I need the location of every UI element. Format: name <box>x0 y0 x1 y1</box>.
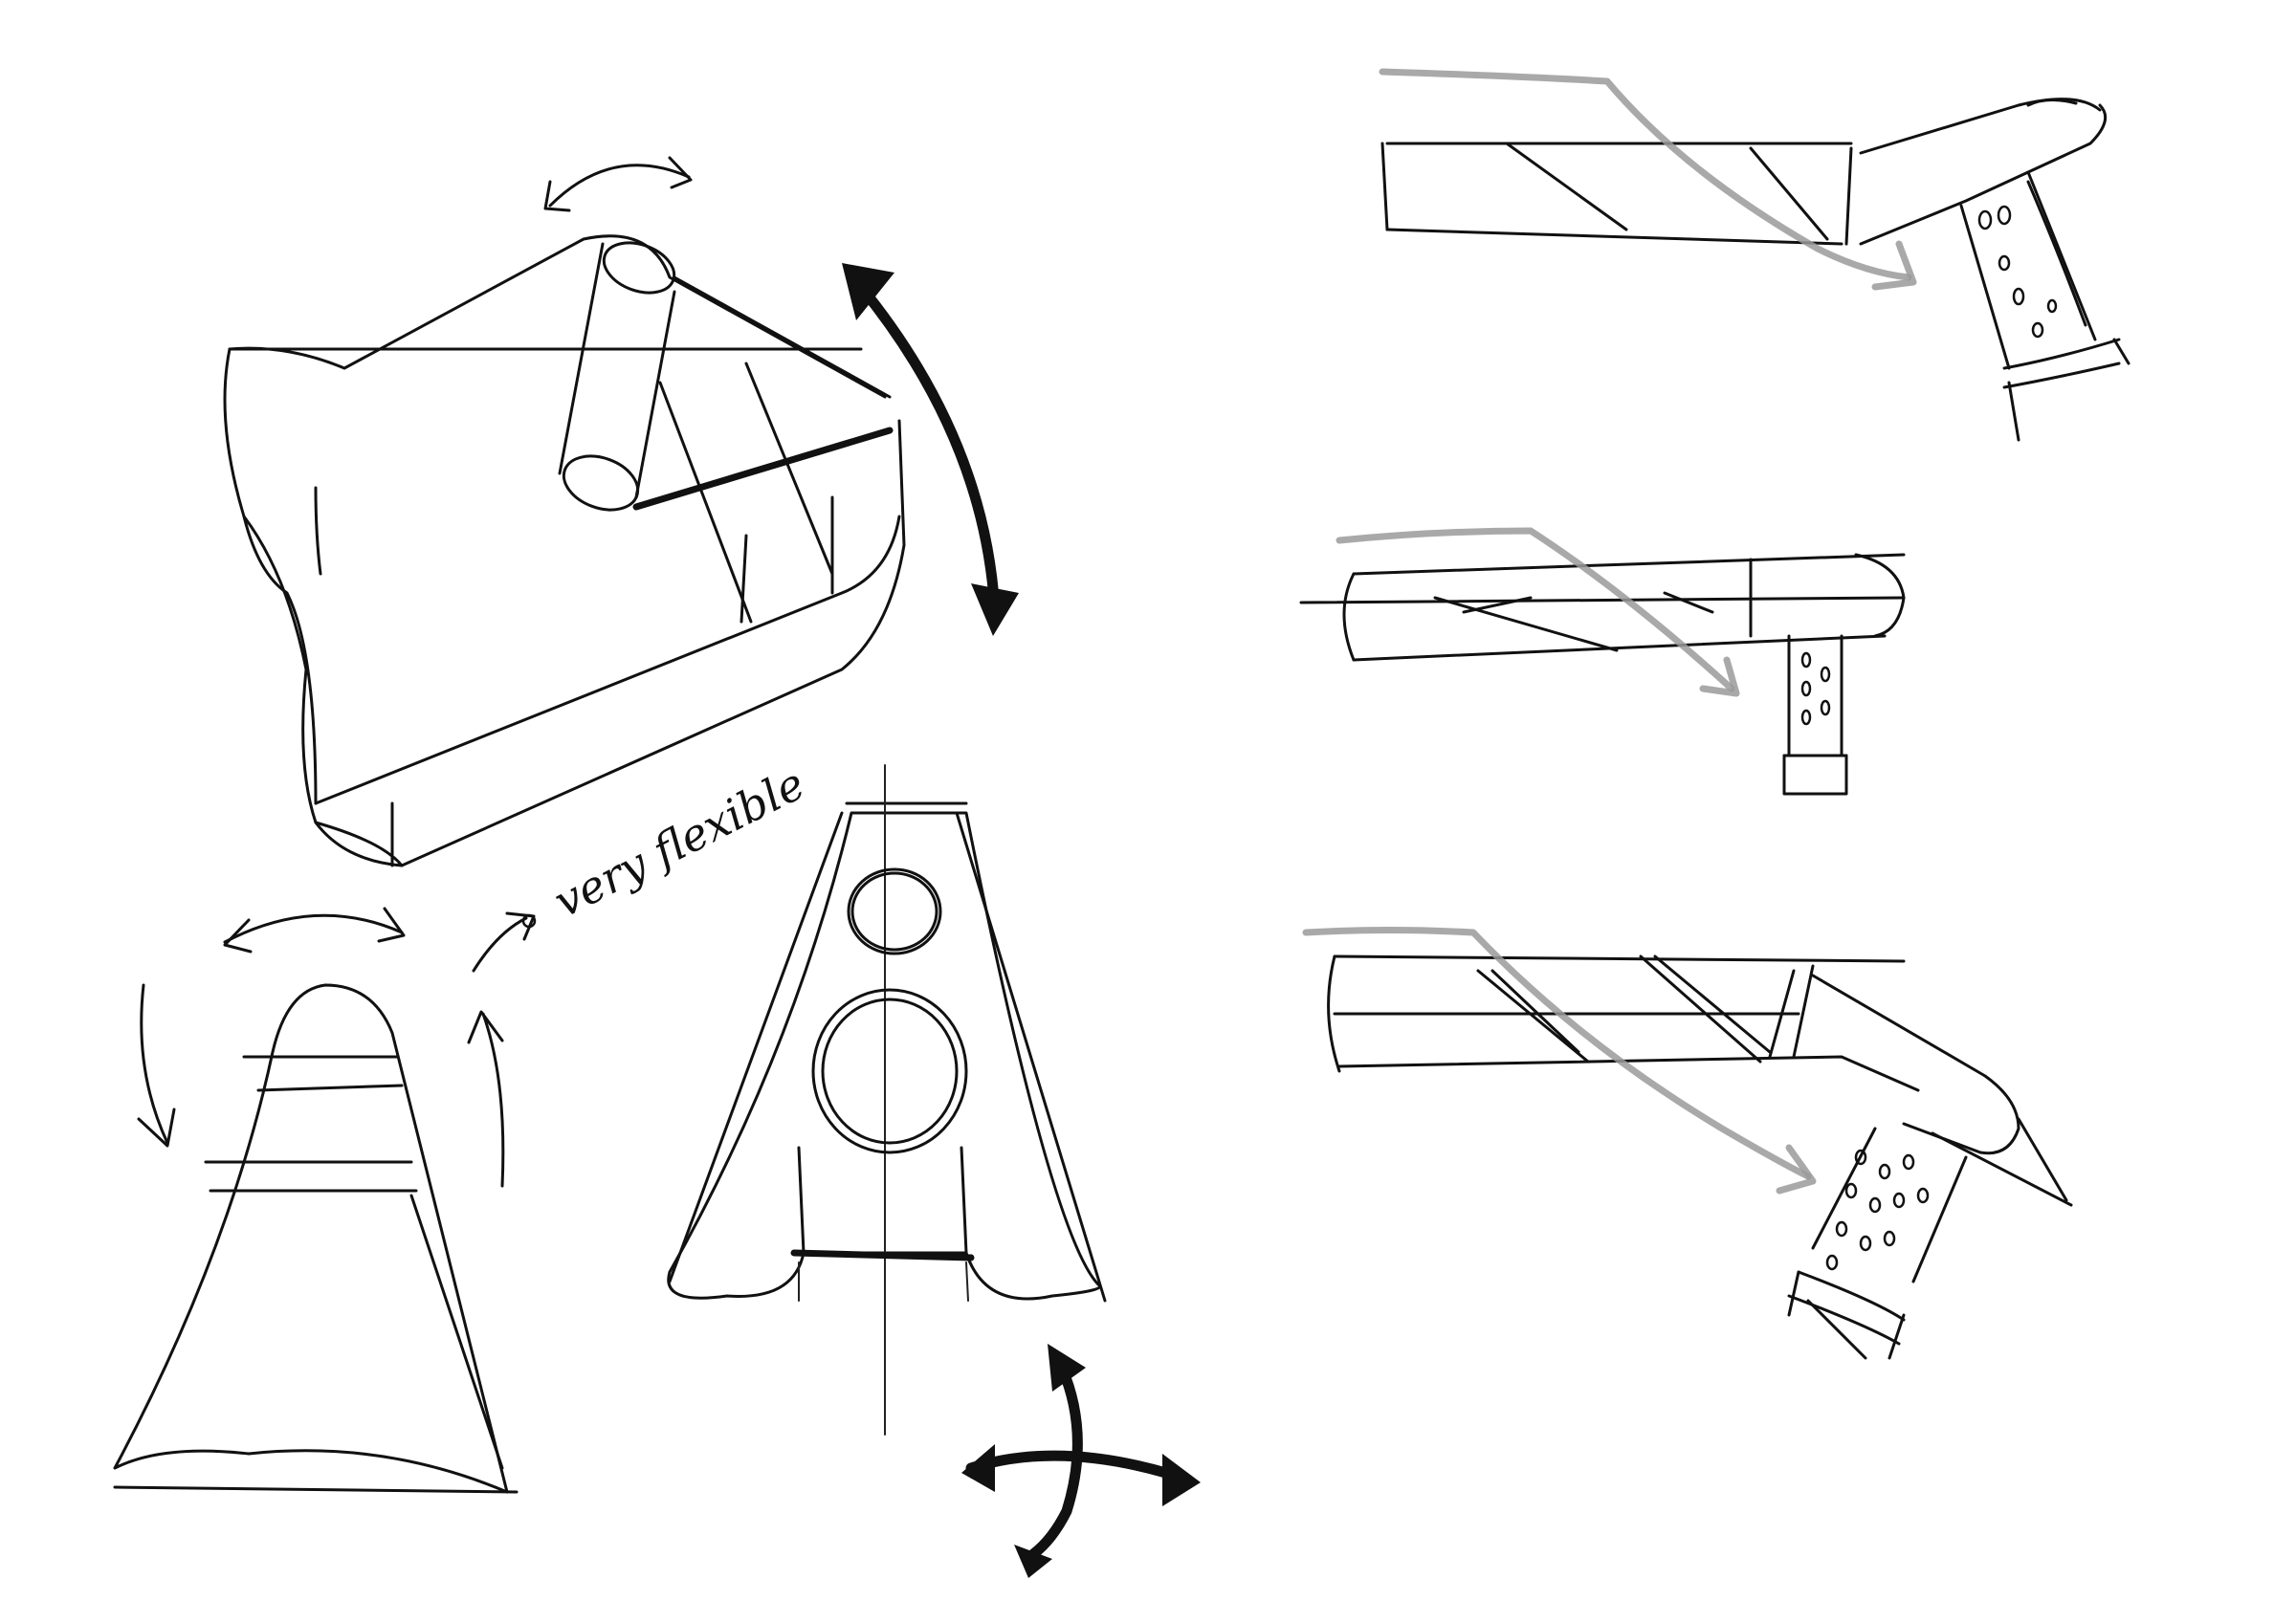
arrow-down-left <box>137 983 176 1148</box>
four-way-arrow <box>961 1344 1201 1578</box>
arrow-to-annotation <box>472 911 537 973</box>
rotation-arrow-top <box>543 156 693 212</box>
side-view-variant-2 <box>1299 527 1906 796</box>
side-view-variant-1 <box>1379 68 2130 442</box>
triangular-panel-front <box>667 764 1107 1436</box>
wedge-cushion-perspective <box>223 234 906 867</box>
tilt-arrow-large <box>842 263 1019 636</box>
arrow-up-right <box>467 1010 505 1188</box>
rotation-arrow-left-view <box>223 907 406 954</box>
side-view-variant-3 <box>1302 927 2073 1360</box>
wedge-front-view <box>113 983 519 1494</box>
